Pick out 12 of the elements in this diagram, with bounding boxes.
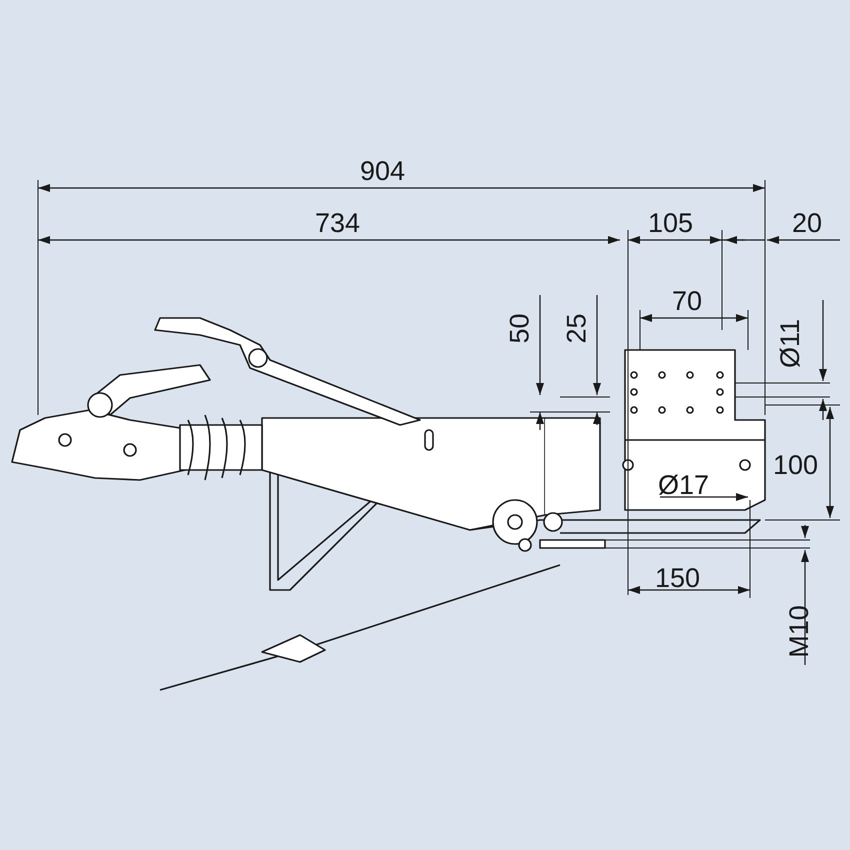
dimension-label: Ø17 bbox=[658, 472, 710, 499]
dimension-label: 105 bbox=[648, 210, 694, 237]
dimension-label: 25 bbox=[564, 313, 591, 344]
dimension-label: Ø11 bbox=[777, 318, 804, 368]
dimension-label: 734 bbox=[315, 210, 360, 237]
dimension-label: M10 bbox=[786, 605, 813, 658]
dimension-label: 20 bbox=[792, 210, 822, 237]
dimension-label: 904 bbox=[360, 158, 406, 185]
dimension-label: 150 bbox=[655, 565, 700, 592]
dimension-label: 50 bbox=[506, 313, 534, 344]
dimension-label: 100 bbox=[773, 452, 818, 479]
dimension-label: 70 bbox=[672, 288, 702, 315]
